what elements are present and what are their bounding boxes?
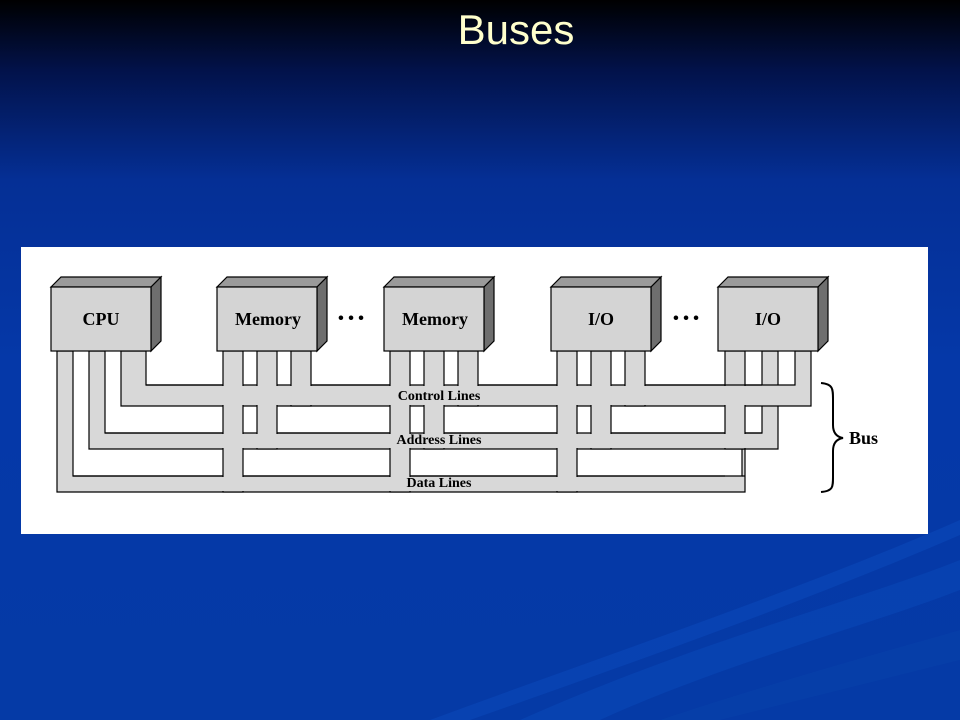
band-fill-overlay xyxy=(58,386,810,491)
memory-1-stubs xyxy=(222,350,312,493)
io-1-stubs xyxy=(556,350,646,493)
module-memory-1: Memory xyxy=(215,275,329,353)
bus-diagram-panel: CPU Memory Memory I/O I/O xyxy=(21,247,928,534)
module-io-1-label: I/O xyxy=(588,309,614,329)
bus-label: Bus xyxy=(849,428,878,448)
module-io-2: I/O xyxy=(716,275,830,353)
module-cpu: CPU xyxy=(49,275,163,353)
memory-2-stubs xyxy=(389,350,479,493)
ellipsis-memory: • • • xyxy=(338,310,364,327)
module-io-1: I/O xyxy=(549,275,663,353)
data-lines-label: Data Lines xyxy=(407,476,473,491)
address-lines-label: Address Lines xyxy=(397,433,482,448)
bus-brace xyxy=(820,382,844,493)
module-memory-1-label: Memory xyxy=(235,309,301,329)
module-memory-2: Memory xyxy=(382,275,496,353)
module-io-2-label: I/O xyxy=(755,309,781,329)
module-cpu-label: CPU xyxy=(83,309,120,329)
slide-title: Buses xyxy=(457,6,575,53)
band-inner-edges xyxy=(73,384,762,477)
bus-diagram: CPU Memory Memory I/O I/O xyxy=(49,275,878,493)
control-lines-label: Control Lines xyxy=(398,389,481,404)
ellipsis-io: • • • xyxy=(673,310,699,327)
module-memory-2-label: Memory xyxy=(402,309,468,329)
